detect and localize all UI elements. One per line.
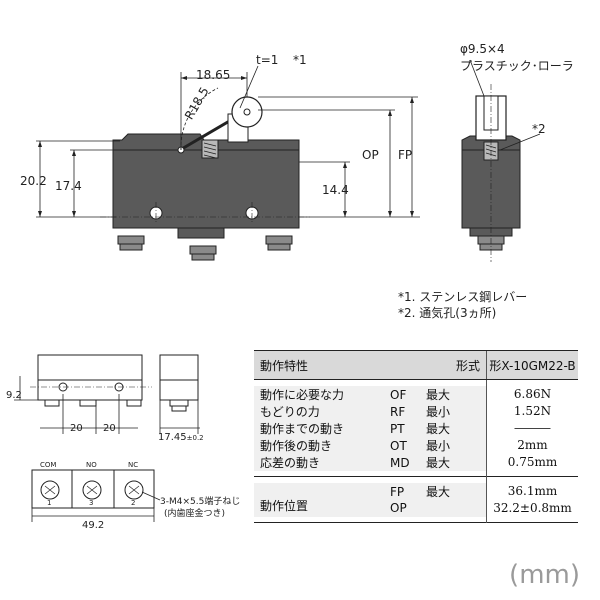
terminal-view [31,469,161,522]
side-view [461,59,541,262]
side-roller [483,95,499,131]
small-side-view [159,354,200,434]
header-model-label: 形式 [390,350,487,380]
header-characteristics: 動作特性 [254,350,390,380]
terminal-screws [117,235,293,261]
header-model: 形X-10GM22-B [486,350,578,380]
table-header-row: 動作特性 形式 形X-10GM22-B [254,350,578,380]
switch-body [112,149,300,229]
bottom-boss [177,227,225,239]
plunger-spring [201,139,219,159]
table-row: OP 32.2±0.8mm [254,499,578,517]
main-front-view [36,65,420,261]
small-top-view [14,354,152,434]
unit-label: (mm) [509,560,580,590]
